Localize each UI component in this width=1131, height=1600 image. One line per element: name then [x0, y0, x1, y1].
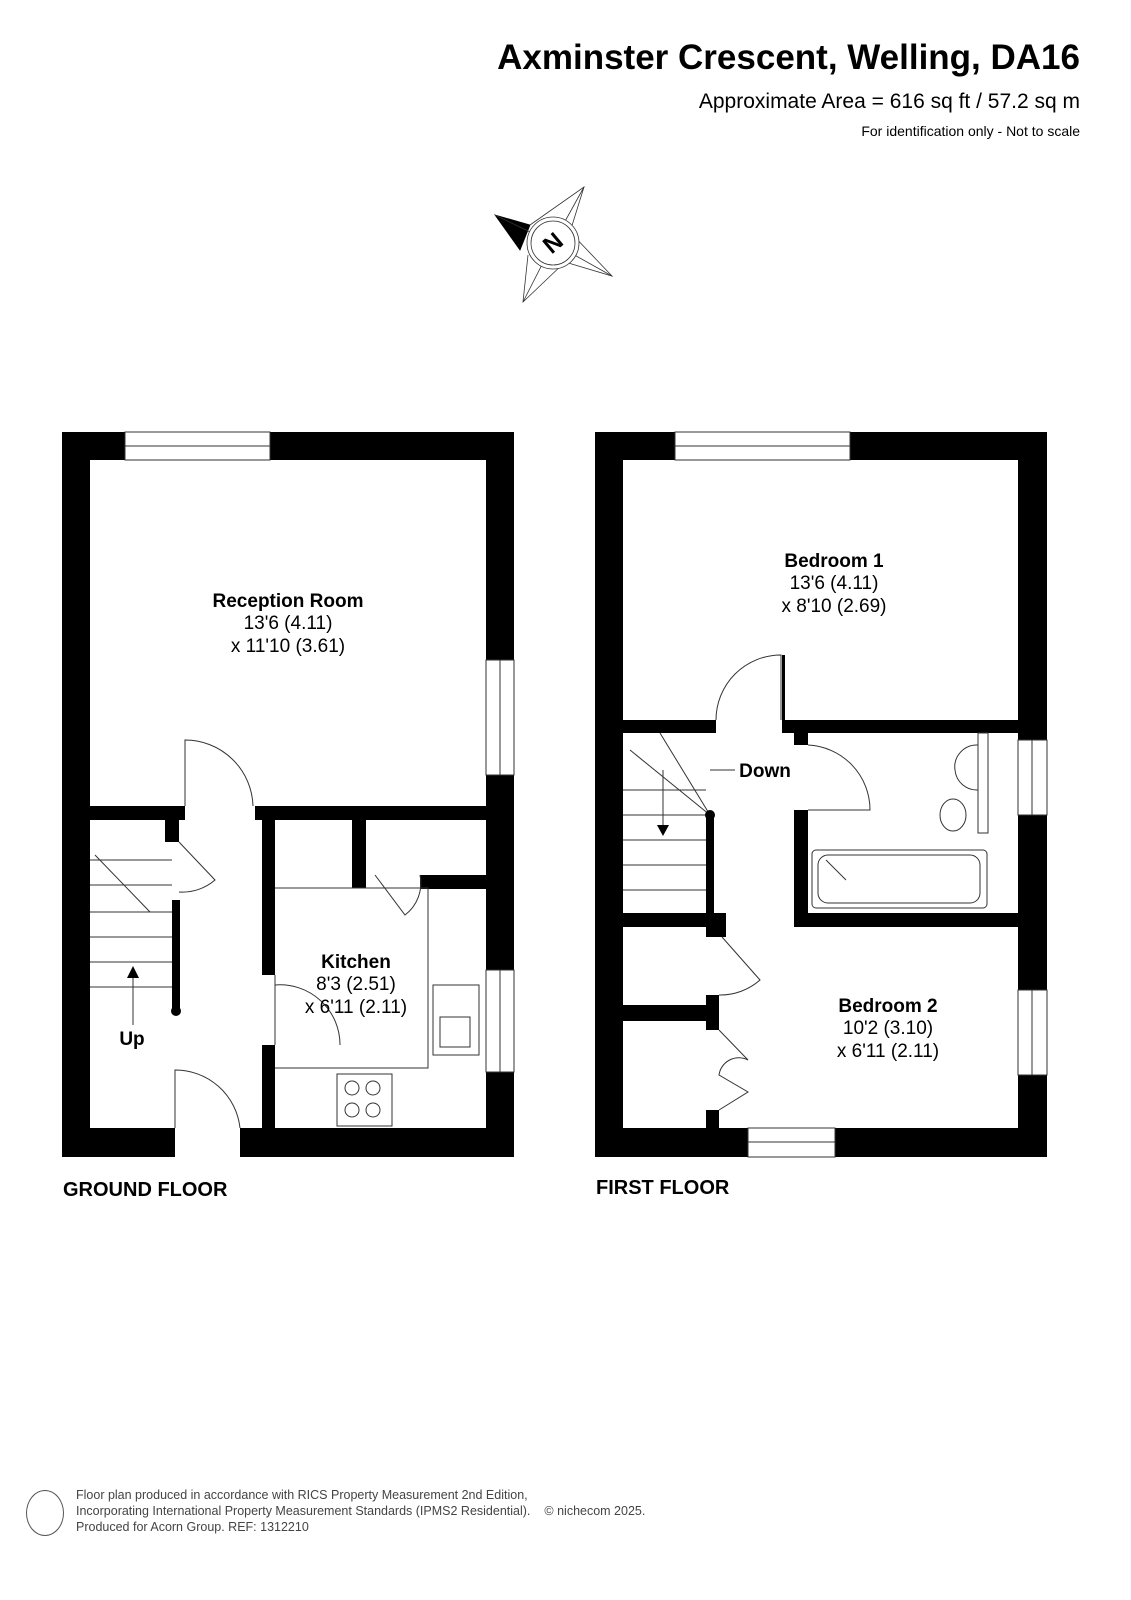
person-logo-icon — [26, 1490, 64, 1536]
room-dim1-bedroom-2: 10'2 (3.10) — [843, 1018, 933, 1039]
room-name-reception: Reception Room — [213, 591, 364, 612]
room-dim1-reception: 13'6 (4.11) — [244, 613, 333, 634]
room-name-bedroom-1: Bedroom 1 — [784, 551, 884, 572]
ground-floor-label: GROUND FLOOR — [63, 1179, 228, 1201]
room-dim2-reception: x 11'10 (3.61) — [231, 636, 345, 657]
copyright: © nichecom 2025. — [544, 1504, 646, 1518]
footer-notes: Floor plan produced in accordance with R… — [76, 1487, 645, 1535]
disclaimer: For identification only - Not to scale — [861, 123, 1080, 139]
room-dim1-bedroom-1: 13'6 (4.11) — [790, 573, 879, 594]
ground-floor-plan — [62, 432, 514, 1157]
first-floor-plan — [595, 432, 1047, 1157]
footer-line-1: Floor plan produced in accordance with R… — [76, 1488, 528, 1502]
room-dim2-kitchen: x 6'11 (2.11) — [305, 997, 407, 1018]
room-dim1-kitchen: 8'3 (2.51) — [316, 974, 396, 995]
first-floor-label: FIRST FLOOR — [596, 1177, 730, 1199]
property-title: Axminster Crescent, Welling, DA16 — [497, 38, 1080, 77]
room-dim2-bedroom-1: x 8'10 (2.69) — [781, 596, 886, 617]
stairs-down-label: Down — [739, 761, 791, 782]
room-dim2-bedroom-2: x 6'11 (2.11) — [837, 1041, 939, 1062]
footer-line-3: Produced for Acorn Group. REF: 1312210 — [76, 1520, 309, 1534]
stairs-up-label: Up — [119, 1029, 144, 1050]
room-name-bedroom-2: Bedroom 2 — [838, 996, 937, 1017]
room-name-kitchen: Kitchen — [321, 952, 391, 973]
compass-icon: N — [494, 185, 614, 304]
approximate-area: Approximate Area = 616 sq ft / 57.2 sq m — [698, 90, 1080, 113]
footer-line-2: Incorporating International Property Mea… — [76, 1504, 531, 1518]
